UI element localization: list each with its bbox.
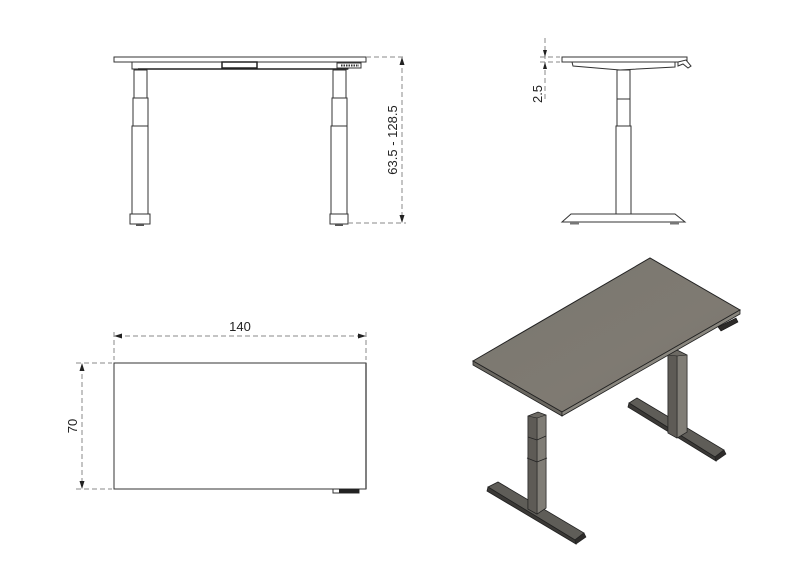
depth-label: 70	[65, 419, 80, 433]
iso-desktop-edge-side	[561, 309, 741, 417]
side-frame-bracket	[571, 61, 676, 71]
side-foot	[560, 213, 687, 223]
height-dimension: 63.5 - 128.5	[348, 56, 406, 224]
thickness-label: 2.5	[530, 85, 545, 103]
side-view: 2.5	[530, 38, 692, 225]
front-left-leg	[129, 69, 151, 226]
top-view: 140 70	[65, 319, 367, 494]
front-right-leg	[329, 69, 349, 226]
iso-left-column	[526, 411, 548, 515]
iso-handset	[717, 317, 739, 332]
side-handset	[677, 59, 692, 69]
front-control-box	[221, 61, 258, 69]
height-range-label: 63.5 - 128.5	[385, 105, 400, 174]
width-label: 140	[229, 319, 251, 334]
depth-dimension: 70	[65, 362, 112, 490]
iso-right-column	[667, 349, 688, 439]
side-desktop	[561, 56, 688, 63]
thickness-dimension: 2.5	[530, 38, 560, 103]
width-dimension: 140	[113, 319, 367, 360]
isometric-view	[472, 257, 742, 545]
front-view: 63.5 - 128.5	[113, 56, 406, 226]
top-desktop	[113, 362, 367, 490]
